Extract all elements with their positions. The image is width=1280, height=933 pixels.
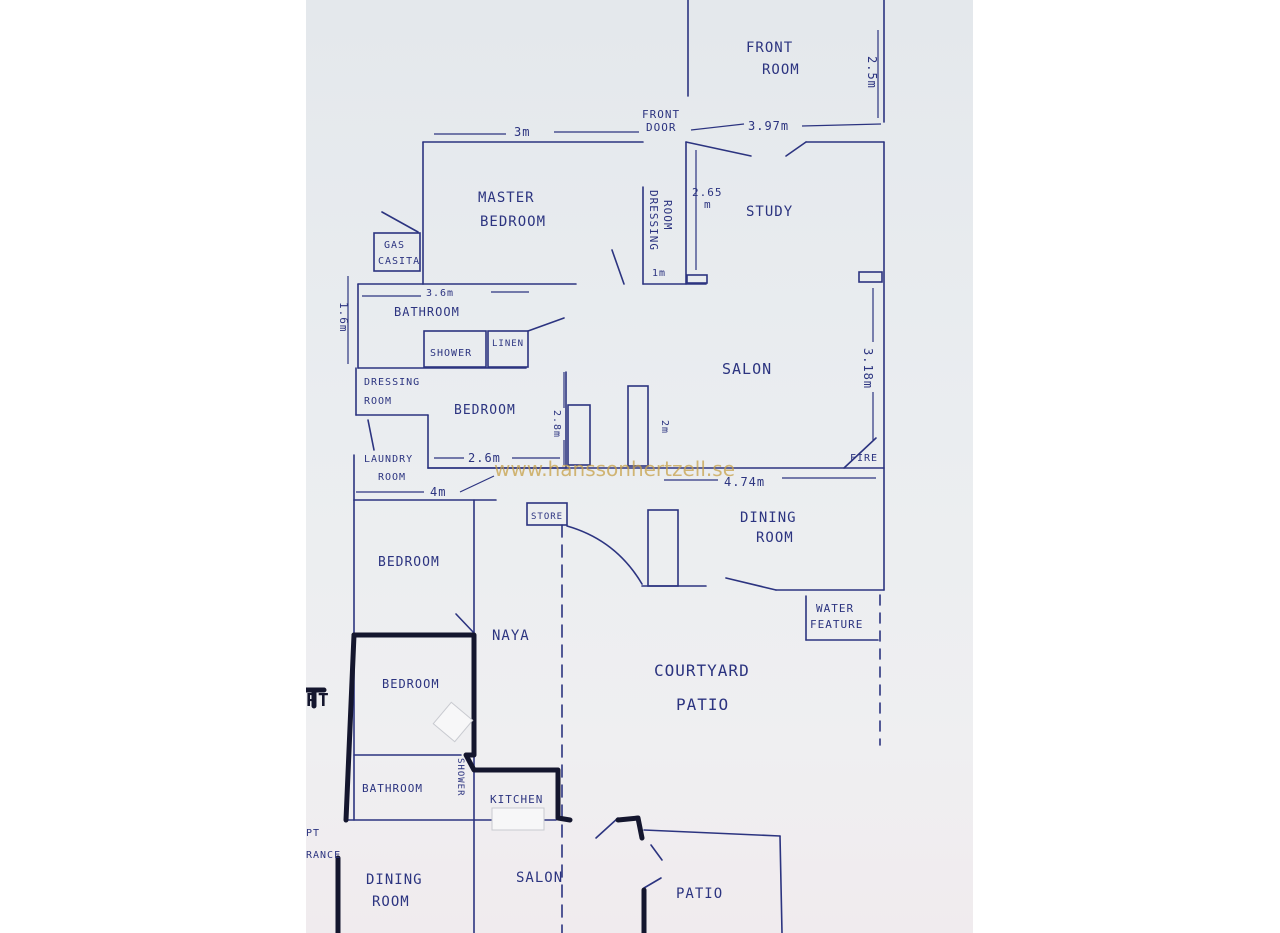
door-swing [611,249,625,285]
dim-bedroom3-width: 4m [430,485,446,499]
patio-label: PATIO [676,695,729,714]
wall [779,835,783,933]
door-post [686,274,708,284]
dim-bathroom-width: 3.6m [426,288,454,299]
fireplace-box [647,509,679,587]
laundry-room-label: LAUNDRY [364,454,413,465]
floor-plan: FRONT ROOM FRONT DOOR MASTER BEDROOM DRE… [306,0,885,933]
wall [595,817,619,839]
front-door-label-2: DOOR [646,121,677,134]
apartment-wall [351,632,573,823]
dim-dressing-height: 2.65 [692,186,723,199]
apt-entrance-label: PT [306,828,320,839]
store-box [526,502,568,526]
gas-casita-label-2: CASITA [378,256,420,267]
wall [643,829,781,837]
apt-salon-label: SALON [516,870,563,886]
dressing-room-vertical-2: ROOM [661,200,674,231]
wall-post [858,271,883,283]
bedroom-3-label: BEDROOM [378,555,440,570]
dim-dressing-width: 1m [652,268,666,279]
linen-box [487,330,529,368]
dining-room-label-2: ROOM [756,530,794,546]
tape-patch [491,807,545,831]
apartment-wall [615,815,645,841]
salon-label: SALON [722,360,772,378]
dim-gas-casita-height: 1.6m [337,302,350,333]
bedroom-label: BEDROOM [454,403,516,418]
dim-salon-height: 3.18m [861,348,875,389]
dim-salon-width: 4.74m [724,475,765,489]
wall [367,419,375,451]
dimension-line [459,475,495,493]
wall [455,613,475,634]
wall [527,317,565,332]
apt-bathroom-label: BATHROOM [362,782,423,795]
linen-label: LINEN [492,339,524,349]
gas-casita-box [373,232,421,272]
wall [785,141,807,157]
study-label: STUDY [746,204,793,220]
dimension-line [801,123,882,127]
closet-box [567,404,591,466]
door-swing [566,525,643,585]
dim-master-width: 3m [514,125,530,139]
courtyard-label: COURTYARD [654,661,750,680]
shower-box [423,330,487,368]
store-label: STORE [531,512,563,522]
dim-bedroom-width: 2.6m [468,451,501,465]
dining-room-label: DINING [740,510,797,526]
apt-shower-label: SHOWER [455,758,465,797]
dim-front-room-height: 2.5m [865,56,879,89]
water-feature-label: WATER [816,602,854,615]
dim-dressing-height-2: m [704,198,712,211]
master-bedroom-label-2: BEDROOM [480,214,546,230]
front-door-label: FRONT [642,108,680,121]
apt-entrance-label-2: RANCE [306,850,341,861]
wall [725,577,777,591]
naya-label: NAYA [492,628,530,644]
apt-bedroom-label: BEDROOM [382,677,440,691]
wall [381,211,419,233]
bathroom-label: BATHROOM [394,305,460,319]
dim-store-height: 2m [659,420,670,434]
shower-label: SHOWER [430,348,472,359]
laundry-room-label-2: ROOM [378,472,406,483]
wall [650,844,663,861]
dressing-room-label-2: ROOM [364,396,392,407]
apt-patio-label: PATIO [676,886,723,902]
watermark: www.hanssonhertzell.se [494,457,735,481]
dim-bedroom-height: 2.8m [551,410,562,438]
apartment-wall [343,632,357,823]
apt-marker [306,687,327,709]
dressing-room-label: DRESSING [364,377,420,388]
gas-casita-label: GAS [384,240,405,251]
wall [643,877,662,889]
apt-label: PT [306,690,330,711]
wall [685,141,752,157]
apt-dining-room-label-2: ROOM [372,894,410,910]
apt-dining-room-label: DINING [366,872,423,888]
store-unit [627,385,649,467]
front-room-label: FRONT [746,40,793,56]
fire-swing [843,437,877,469]
fire-label: FIRE [850,453,878,464]
apt-kitchen-label: KITCHEN [490,793,543,806]
dim-study-width: 3.97m [748,119,789,133]
dressing-room-vertical: DRESSING [647,190,660,251]
front-room-label-2: ROOM [762,62,800,78]
water-feature-label-2: FEATURE [810,618,863,631]
tape-patch [432,701,474,743]
dimension-line [690,123,745,131]
master-bedroom-label: MASTER [478,190,535,206]
